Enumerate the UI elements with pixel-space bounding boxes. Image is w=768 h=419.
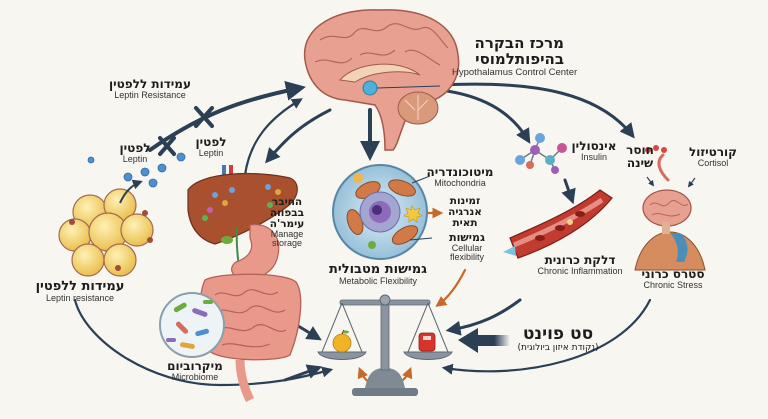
label-energy-he-line2: אנרגיה [448, 206, 482, 219]
stressed-person-icon [634, 145, 706, 271]
label-leptin-resistance-top-he: עמידות ללפטין [109, 77, 191, 91]
label-liver-en-line2: storage [271, 238, 303, 249]
label-sleep-he-line1: חוסר [626, 143, 654, 157]
arrow-brain-to-stress [438, 82, 635, 139]
label-chronic-inflammation: דלקת כרונית Chronic Inflammation [530, 254, 630, 276]
label-energy-availability: זמינות אנרגיה תאית [440, 195, 490, 230]
arrow-fat-to-leptin [119, 179, 143, 204]
arrow-insulin-to-vessel [561, 178, 576, 205]
hypothalamus-marker [362, 80, 378, 96]
arrow-brain-to-insulin [438, 88, 531, 144]
label-leptin-left: לפטין Leptin [110, 142, 160, 164]
label-cellular-flex-en-line1: Cellular [451, 242, 483, 253]
label-leptin-right: לפטין Leptin [186, 136, 236, 158]
balance-scale-icon [317, 294, 453, 396]
energy-spark-icon [403, 205, 423, 223]
liver-icon [187, 165, 298, 276]
label-chronic-stress: סטרס כרוני Chronic Stress [638, 268, 708, 290]
microbiome-icon [159, 292, 225, 358]
label-microbiome-he: מיקרוביום [167, 359, 223, 373]
label-hypothalamus-he-line2: בהיפותלמוסי [475, 49, 564, 68]
label-insulin-en: Insulin [580, 151, 607, 162]
label-leptin-resistance-top: עמידות ללפטין Leptin Resistance [90, 78, 210, 100]
label-metabolic-flex-en: Metabolic Flexibility [338, 275, 418, 286]
arrow-leptin-to-brain [148, 80, 306, 152]
arrow-flex-to-scale [435, 268, 467, 307]
label-leptin-right-en: Leptin [198, 147, 224, 158]
label-leptin-resistance-top-en: Leptin Resistance [114, 89, 186, 100]
label-liver-he-line1: החיבר [271, 196, 303, 208]
label-stress-he: סטרס כרוני [641, 267, 705, 281]
label-sleep-he-line2: שינה [626, 155, 654, 170]
weight-scale-icon [418, 332, 436, 352]
label-cortisol: קורטיזול Cortisol [678, 146, 748, 168]
leptin-molecules [87, 152, 186, 188]
label-cortisol-en: Cortisol [697, 157, 729, 168]
arrow-gut-to-scale-low [283, 364, 323, 382]
arrow-left-to-brain [239, 110, 275, 160]
blood-vessel-icon [503, 189, 613, 259]
label-inflammation-en: Chronic Inflammation [537, 265, 623, 276]
label-fat-cells-en: Leptin resistance [45, 292, 115, 303]
label-insulin: אינסולין Insulin [566, 140, 622, 162]
label-fat-cells-he: עמידות ללפטין [35, 279, 125, 294]
label-metabolic-flex-he: גמישות מטבולית [329, 262, 427, 277]
leptin-signal-block-1 [158, 136, 176, 156]
fat-cell-cluster-icon [58, 188, 154, 277]
leptin-signal-block-2 [194, 106, 214, 128]
label-stress-en: Chronic Stress [643, 279, 703, 290]
label-insulin-he: אינסולין [571, 139, 617, 153]
label-inflammation-he: דלקת כרונית [544, 253, 616, 267]
arrow-inflammation-to-scale [445, 298, 522, 336]
brain-icon [303, 9, 460, 151]
label-set-point-sub: (נקודת איזון ביולוגית) [517, 342, 599, 353]
label-microbiome: מיקרוביום Microbiome [160, 360, 230, 382]
molecule-icon [515, 133, 567, 174]
set-point-arrow [458, 328, 510, 353]
label-liver-en-line1: Manage [270, 229, 304, 240]
arrow-brain-to-liver [265, 108, 332, 164]
label-metabolic-flexibility: גמישות מטבולית Metabolic Flexibility [318, 263, 438, 286]
label-liver-storage: החיבר בבפווה עימר'ה Manage storage [262, 196, 312, 249]
label-mitochondria-en: Mitochondria [434, 177, 486, 188]
label-microbiome-en: Microbiome [171, 371, 219, 382]
label-leptin-left-he: לפטין [119, 141, 151, 155]
connector-arrows [73, 80, 652, 387]
label-set-point-he: סט פוינט [522, 324, 594, 344]
label-liver-he-line3: עימר'ה [269, 218, 305, 231]
cell-icon [332, 164, 433, 260]
label-cellular-flexibility: גמישות Cellular flexibility [440, 232, 494, 262]
arrow-left-loop [243, 98, 303, 177]
label-sleep-deprivation: חוסר שינה [622, 144, 658, 169]
label-cortisol-he: קורטיזול [688, 145, 738, 159]
label-energy-he-line1: זמינות [449, 195, 481, 207]
arrow-stress-to-scale [441, 298, 652, 375]
label-hypothalamus-en: Hypothalamus Control Center [452, 66, 578, 78]
apple-icon [332, 333, 352, 353]
label-set-point: סט פוינט (נקודת איזון ביולוגית) [508, 324, 608, 353]
label-leptin-right-he: לפטין [195, 135, 227, 149]
label-cellular-flex-en-line2: flexibility [449, 251, 484, 262]
label-energy-he-line3: תאית [452, 217, 478, 230]
label-liver-he-line2: בבפווה [269, 207, 305, 220]
label-cellular-flex-he: גמישות [449, 231, 485, 244]
label-hypothalamus-he-line1: מרכז הבקרה [474, 34, 564, 52]
label-mitochondria-he: מיטוכונדריה [426, 165, 494, 179]
label-leptin-left-en: Leptin [122, 153, 148, 164]
label-mitochondria: מיטוכונדריה Mitochondria [420, 166, 500, 188]
label-fat-cells: עמידות ללפטין Leptin resistance [20, 280, 140, 303]
label-hypothalamus: מרכז הבקרה בהיפותלמוסי Hypothalamus Cont… [452, 34, 578, 78]
arrow-microbiome-loop [73, 298, 334, 387]
